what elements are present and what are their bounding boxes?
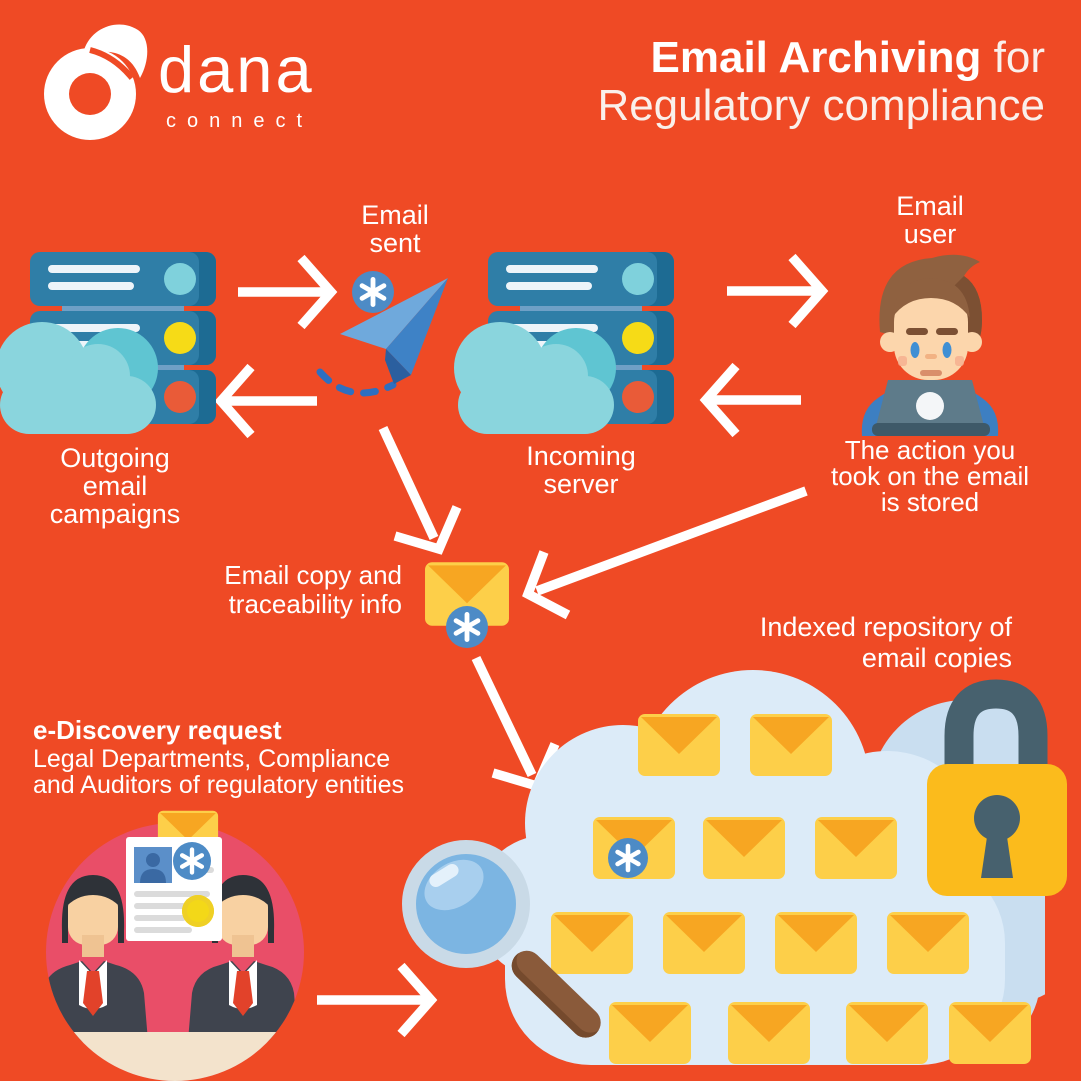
server-led-icon	[622, 263, 654, 295]
incoming-label: Incoming server	[526, 441, 636, 499]
ediscovery-heading: e-Discovery request	[33, 715, 282, 745]
email-user-icon	[861, 254, 999, 436]
asterisk-badge-icon	[173, 842, 211, 880]
server-led-icon	[164, 381, 196, 413]
asterisk-badge-icon	[608, 838, 648, 878]
email-copy-label: Email copy and traceability info	[224, 560, 402, 619]
email-sent-label: Email sent	[361, 200, 429, 258]
envelope-icon	[662, 911, 746, 975]
email-user-label: Email user	[896, 191, 964, 249]
envelope-icon	[774, 911, 858, 975]
logo-brand-text: dana	[158, 33, 315, 106]
table-band	[46, 1032, 304, 1081]
padlock-icon	[927, 679, 1067, 896]
asterisk-badge-icon	[446, 606, 488, 648]
logo-subtitle-text: connect	[166, 110, 314, 132]
repository-label: Indexed repository of email copies	[759, 612, 1012, 673]
document-avatar-icon	[134, 847, 172, 883]
title-line2: Regulatory compliance	[597, 81, 1045, 130]
incoming-server-icon	[454, 252, 674, 434]
server-unit	[488, 252, 674, 306]
title-light: for	[981, 33, 1045, 82]
title-bold: Email Archiving	[650, 33, 982, 82]
server-led-icon	[622, 381, 654, 413]
envelope-icon	[814, 816, 898, 880]
envelope-icon	[727, 1001, 811, 1065]
envelope-icon	[608, 1001, 692, 1065]
outgoing-label: Outgoing email campaigns	[49, 443, 181, 529]
dana-logo-icon	[44, 24, 148, 140]
ediscovery-body: Legal Departments, Compliance and Audito…	[33, 745, 405, 799]
asterisk-badge-icon	[352, 271, 394, 313]
page-title: Email Archiving for Regulatory complianc…	[597, 34, 1045, 130]
server-cloud-icon	[0, 322, 158, 434]
outgoing-server-icon	[0, 252, 216, 434]
title-line1: Email Archiving for	[597, 34, 1045, 82]
arrow-people-to-cloud-icon	[317, 962, 438, 1038]
server-led-icon	[164, 322, 196, 354]
server-led-icon	[622, 322, 654, 354]
magnifier-icon	[402, 840, 530, 968]
envelope-icon	[845, 1001, 929, 1065]
envelope-icon	[637, 713, 721, 777]
seal-icon	[182, 895, 214, 927]
envelope-icon	[749, 713, 833, 777]
paper-plane-icon	[340, 278, 448, 384]
server-unit	[30, 252, 216, 306]
arrow-user-to-incoming-icon	[699, 362, 801, 438]
arrow-incoming-to-user-icon	[727, 253, 829, 329]
envelope-icon	[886, 911, 970, 975]
envelope-icon	[550, 911, 634, 975]
arrow-outgoing-to-plane-icon	[238, 254, 338, 330]
arrow-user-to-envelope-icon	[522, 486, 808, 620]
arrow-plane-to-outgoing-icon	[214, 363, 317, 439]
envelope-icon	[948, 1001, 1032, 1065]
server-cloud-icon	[454, 322, 616, 434]
arrow-plane-to-envelope-icon	[378, 426, 462, 555]
server-led-icon	[164, 263, 196, 295]
action-stored-caption: The action you took on the email is stor…	[830, 435, 1029, 517]
envelope-icon	[702, 816, 786, 880]
